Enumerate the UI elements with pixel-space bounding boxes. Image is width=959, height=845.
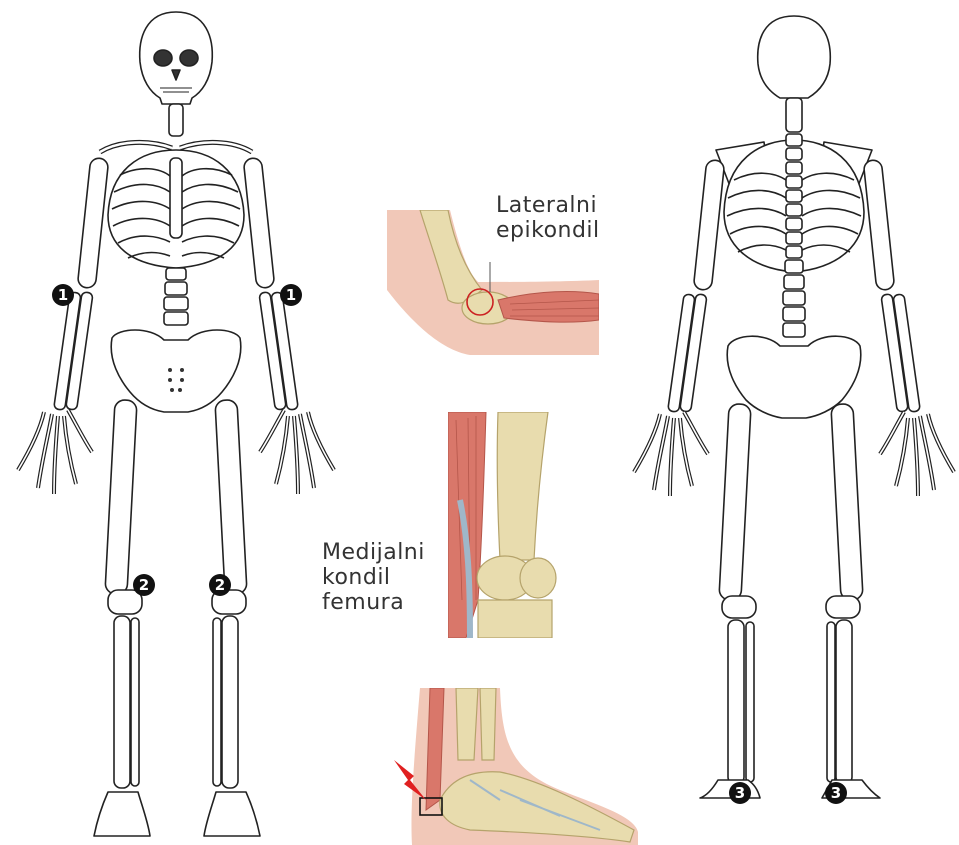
back-right-leg <box>822 404 880 798</box>
marker-2-right: 2 <box>209 574 231 596</box>
front-right-arm <box>243 157 334 494</box>
back-left-arm <box>634 159 725 496</box>
marker-2-left: 2 <box>133 574 155 596</box>
lateral-epicondyle-label: Lateralni epikondil <box>496 193 600 243</box>
back-right-arm <box>863 159 954 496</box>
marker-1-right: 1 <box>280 284 302 306</box>
back-skeleton <box>634 16 954 798</box>
svg-text:2: 2 <box>139 576 149 594</box>
marker-3-left: 3 <box>729 782 751 804</box>
front-left-arm <box>18 157 109 494</box>
front-ribcage <box>108 150 244 268</box>
svg-text:1: 1 <box>58 286 68 304</box>
svg-text:3: 3 <box>735 784 745 802</box>
medial-femoral-condyle-label: Medijalni kondil femura <box>322 540 425 615</box>
back-spine <box>783 134 805 337</box>
medial-label-line3: femura <box>322 590 425 615</box>
front-left-leg <box>94 400 150 836</box>
foot-inset <box>400 688 638 845</box>
back-cervical-spine <box>786 98 802 132</box>
front-skull <box>140 12 213 104</box>
medial-label-line1: Medijalni <box>322 540 425 565</box>
front-skeleton <box>18 12 334 836</box>
front-pelvis <box>111 330 241 412</box>
knee-inset <box>448 412 566 638</box>
front-cervical-spine <box>169 104 183 136</box>
medial-label-line2: kondil <box>322 565 425 590</box>
svg-text:3: 3 <box>831 784 841 802</box>
front-right-leg <box>204 400 260 836</box>
back-left-leg <box>700 404 760 798</box>
lateral-label-line2: epikondil <box>496 218 600 243</box>
marker-3-right: 3 <box>825 782 847 804</box>
svg-text:1: 1 <box>286 286 296 304</box>
svg-text:2: 2 <box>215 576 225 594</box>
back-skull <box>758 16 831 98</box>
lateral-label-line1: Lateralni <box>496 193 600 218</box>
marker-1-left: 1 <box>52 284 74 306</box>
front-lumbar-spine <box>164 268 188 325</box>
